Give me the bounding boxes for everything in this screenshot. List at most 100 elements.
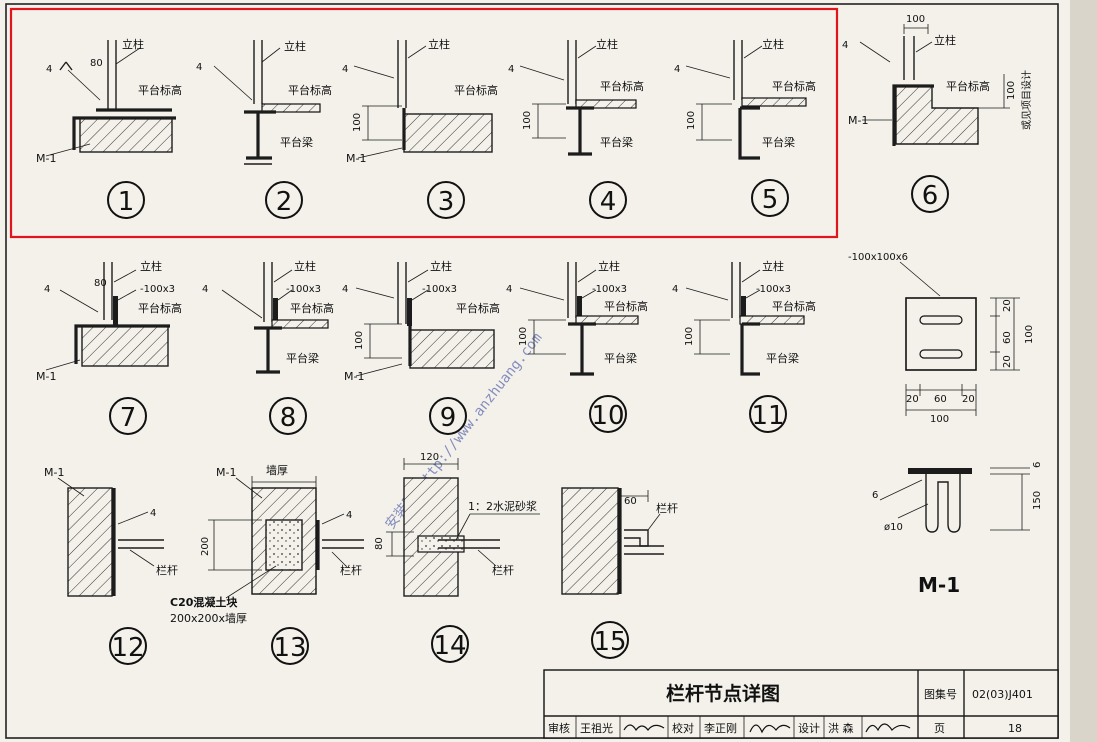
svg-text:栏杆: 栏杆 — [656, 501, 678, 515]
svg-text:立柱: 立柱 — [294, 259, 316, 273]
sheet-border — [5, 3, 1059, 739]
svg-text:100: 100 — [1006, 81, 1017, 100]
svg-text:立柱: 立柱 — [430, 259, 452, 273]
detail-11: 立柱 -100x3 4 100 平台标高 平台梁 11 — [672, 259, 816, 433]
svg-text:4: 4 — [346, 510, 352, 521]
svg-text:页: 页 — [934, 722, 945, 735]
svg-text:-100x3: -100x3 — [286, 284, 321, 295]
svg-text:20: 20 — [906, 394, 919, 405]
m1-section: 6 ø10 6 150 M-1 — [872, 462, 1043, 597]
svg-text:9: 9 — [440, 403, 457, 433]
svg-text:200x200x墙厚: 200x200x墙厚 — [170, 611, 247, 625]
concrete-block — [265, 519, 303, 571]
svg-text:M-1: M-1 — [36, 152, 56, 165]
svg-text:4: 4 — [342, 284, 348, 295]
svg-text:100: 100 — [906, 14, 925, 25]
svg-text:100: 100 — [930, 414, 949, 425]
svg-text:120: 120 — [420, 452, 439, 463]
reviewer-signature — [623, 724, 665, 732]
svg-text:设计: 设计 — [798, 722, 820, 735]
svg-text:80: 80 — [90, 58, 103, 69]
svg-text:4: 4 — [196, 62, 202, 73]
detail-13: 墙厚 M-1 4 200 栏杆 C20混凝土块 200x200x墙厚 13 — [170, 463, 364, 665]
svg-text:平台标高: 平台标高 — [604, 299, 648, 313]
svg-text:100: 100 — [354, 331, 365, 350]
svg-text:4: 4 — [842, 40, 848, 51]
svg-text:平台梁: 平台梁 — [762, 135, 795, 149]
svg-text:平台标高: 平台标高 — [772, 79, 816, 93]
detail-12: M-1 4 栏杆 12 — [44, 466, 178, 665]
svg-text:平台标高: 平台标高 — [456, 301, 500, 315]
svg-text:王祖光: 王祖光 — [580, 721, 613, 735]
detail-6: 100 立柱 4 平台标高 M-1 100 或见项目设计 6 — [842, 14, 1033, 213]
detail-15: 60 栏杆 15 — [561, 487, 678, 659]
svg-text:C20混凝土块: C20混凝土块 — [170, 595, 238, 609]
svg-text:6: 6 — [1032, 462, 1043, 468]
svg-text:100: 100 — [518, 327, 529, 346]
detail-3: 立柱 4 100 平台标高 M-1 3 — [342, 37, 498, 219]
svg-text:4: 4 — [342, 64, 348, 75]
svg-text:100: 100 — [522, 111, 533, 130]
svg-text:100: 100 — [352, 113, 363, 132]
svg-text:立柱: 立柱 — [122, 37, 144, 51]
svg-text:ø10: ø10 — [884, 522, 903, 533]
slab — [403, 113, 493, 153]
wall — [561, 487, 619, 595]
svg-text:4: 4 — [672, 284, 678, 295]
svg-text:200: 200 — [200, 537, 211, 556]
svg-text:平台标高: 平台标高 — [290, 301, 334, 315]
svg-text:立柱: 立柱 — [934, 33, 956, 47]
designer-signature — [865, 723, 911, 733]
svg-text:6: 6 — [922, 181, 939, 211]
slab — [79, 117, 173, 153]
detail-5: 立柱 4 100 平台标高 平台梁 5 — [674, 37, 816, 217]
svg-text:6: 6 — [872, 490, 878, 501]
svg-text:80: 80 — [94, 278, 107, 289]
svg-text:平台标高: 平台标高 — [288, 83, 332, 97]
svg-text:100: 100 — [684, 327, 695, 346]
svg-text:4: 4 — [46, 64, 52, 75]
slab — [81, 325, 169, 367]
m1-plate-plan: -100x100x6 20 60 20 100 20 60 20 100 — [848, 252, 1035, 425]
svg-text:100: 100 — [686, 111, 697, 130]
svg-text:平台标高: 平台标高 — [454, 83, 498, 97]
drawing-title: 栏杆节点详图 — [666, 682, 780, 705]
svg-text:栏杆: 栏杆 — [340, 563, 362, 577]
svg-text:审核: 审核 — [548, 721, 570, 735]
svg-text:M-1: M-1 — [918, 573, 960, 597]
svg-text:M-1: M-1 — [344, 370, 364, 383]
svg-text:李正刚: 李正刚 — [704, 721, 737, 735]
svg-text:13: 13 — [273, 633, 306, 663]
svg-text:1: 1 — [118, 187, 135, 217]
title-block: 栏杆节点详图 图集号 02(03)J401 页 18 审核 王祖光 校对 李正刚… — [543, 669, 1059, 739]
detail-9: 立柱 -100x3 4 100 平台标高 M-1 9 — [342, 259, 500, 435]
detail-1: 立柱 80 4 平台标高 M-1 1 — [36, 37, 182, 219]
svg-text:3: 3 — [438, 187, 455, 217]
svg-text:-100x100x6: -100x100x6 — [848, 252, 908, 263]
svg-text:-100x3: -100x3 — [592, 284, 627, 295]
svg-text:栏杆: 栏杆 — [156, 563, 178, 577]
svg-text:平台梁: 平台梁 — [286, 351, 319, 365]
svg-text:洪 森: 洪 森 — [828, 721, 854, 735]
svg-text:平台标高: 平台标高 — [600, 79, 644, 93]
svg-text:平台梁: 平台梁 — [280, 135, 313, 149]
svg-text:4: 4 — [202, 284, 208, 295]
svg-text:150: 150 — [1032, 491, 1043, 510]
svg-text:14: 14 — [433, 631, 466, 661]
svg-text:-100x3: -100x3 — [756, 284, 791, 295]
svg-text:4: 4 — [506, 284, 512, 295]
svg-text:栏杆: 栏杆 — [492, 563, 514, 577]
svg-text:M-1: M-1 — [346, 152, 366, 165]
embed-plate — [72, 116, 176, 150]
detail-4: 立柱 4 100 平台标高 平台梁 4 — [508, 37, 644, 219]
slab — [409, 329, 495, 369]
highlight-box — [9, 7, 839, 239]
detail-2: 立柱 4 平台标高 平台梁 2 — [196, 39, 332, 219]
svg-text:校对: 校对 — [672, 721, 694, 735]
svg-text:02(03)J401: 02(03)J401 — [972, 688, 1033, 701]
svg-text:12: 12 — [111, 633, 144, 663]
svg-text:20: 20 — [962, 394, 975, 405]
svg-text:20: 20 — [1002, 299, 1013, 312]
svg-text:60: 60 — [1002, 331, 1013, 344]
svg-text:80: 80 — [374, 537, 385, 550]
